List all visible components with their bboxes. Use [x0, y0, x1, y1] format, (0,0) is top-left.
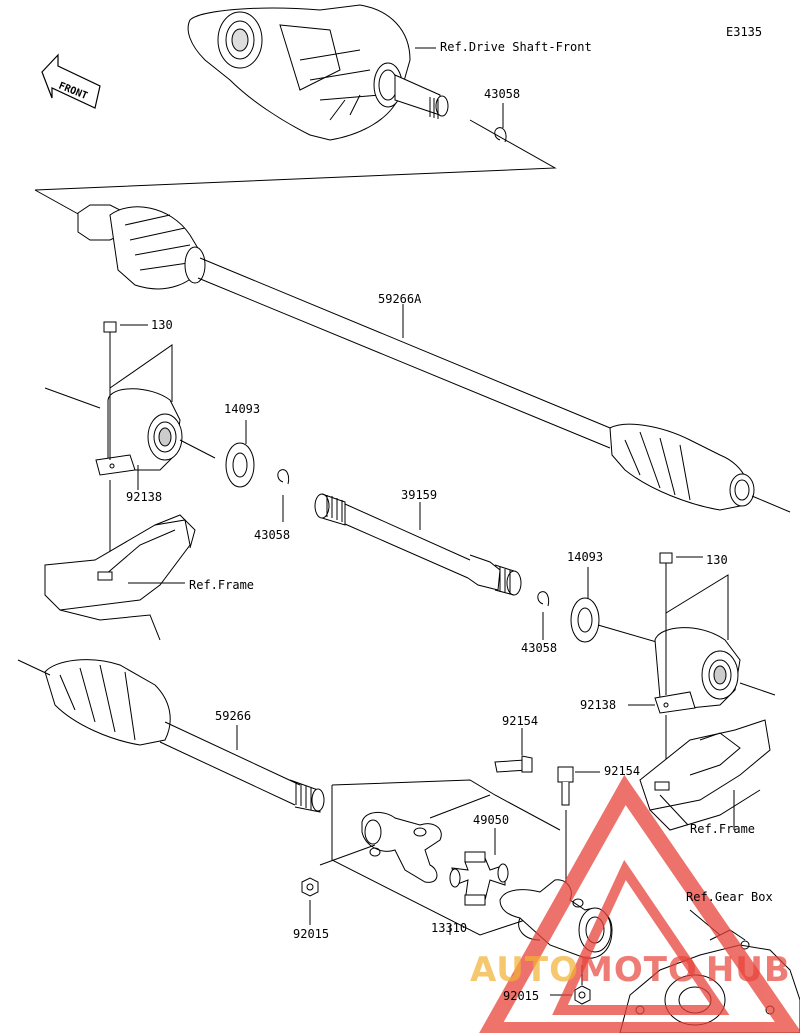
part-13310[interactable]: 13310 [431, 921, 468, 935]
watermark-text-moto: MOTO [578, 950, 698, 990]
frame-right [639, 719, 771, 831]
circlip-top [494, 127, 507, 143]
part-92138-right[interactable]: 92138 [580, 698, 617, 712]
front-differential-housing [187, 4, 449, 141]
washer-14093-right [570, 597, 600, 643]
part-130-right[interactable]: 130 [706, 553, 728, 567]
ref-gear-box[interactable]: Ref.Gear Box [686, 890, 773, 904]
part-43058-top[interactable]: 43058 [484, 87, 521, 101]
part-43058-right[interactable]: 43058 [521, 641, 558, 655]
bolt-92154-a [494, 755, 533, 773]
part-92154-b[interactable]: 92154 [604, 764, 641, 778]
part-43058-mid[interactable]: 43058 [254, 528, 291, 542]
nut-92015-left [301, 877, 319, 897]
front-direction-arrow-icon: FRONT [41, 53, 101, 109]
ref-frame-left[interactable]: Ref.Frame [189, 578, 255, 592]
ref-drive-shaft-front[interactable]: Ref.Drive Shaft-Front [440, 40, 592, 54]
bolt-92154-b [557, 766, 574, 806]
part-14093-left[interactable]: 14093 [224, 402, 261, 416]
part-59266[interactable]: 59266 [215, 709, 252, 723]
part-92154-a[interactable]: 92154 [502, 714, 539, 728]
circlip-mid [277, 469, 290, 485]
part-92138-left[interactable]: 92138 [126, 490, 163, 504]
bearing-support-92138-right [654, 552, 741, 714]
bearing-support-92138-left [95, 321, 183, 476]
part-59266A[interactable]: 59266A [378, 292, 422, 306]
watermark-logo [479, 774, 800, 1033]
washer-14093-left [225, 442, 255, 488]
yoke [361, 812, 442, 883]
watermark-text-hub: HUB [705, 950, 791, 990]
nut-92015-bottom [574, 985, 591, 1005]
part-130-left[interactable]: 130 [151, 318, 173, 332]
drive-shaft-59266A [77, 204, 791, 513]
universal-joint-49050 [449, 851, 509, 906]
diagram-id: E3135 [726, 25, 763, 39]
circlip-right [537, 591, 550, 607]
frame-left [44, 514, 196, 641]
part-14093-right[interactable]: 14093 [567, 550, 604, 564]
part-92015-bottom[interactable]: 92015 [503, 989, 540, 1003]
part-39159[interactable]: 39159 [401, 488, 438, 502]
ref-frame-right[interactable]: Ref.Frame [690, 822, 756, 836]
watermark-text-auto: AUTO [470, 950, 579, 990]
part-49050[interactable]: 49050 [473, 813, 510, 827]
drive-shaft-59266 [17, 659, 325, 813]
intermediate-shaft-39159 [314, 493, 522, 596]
part-92015-left[interactable]: 92015 [293, 927, 330, 941]
